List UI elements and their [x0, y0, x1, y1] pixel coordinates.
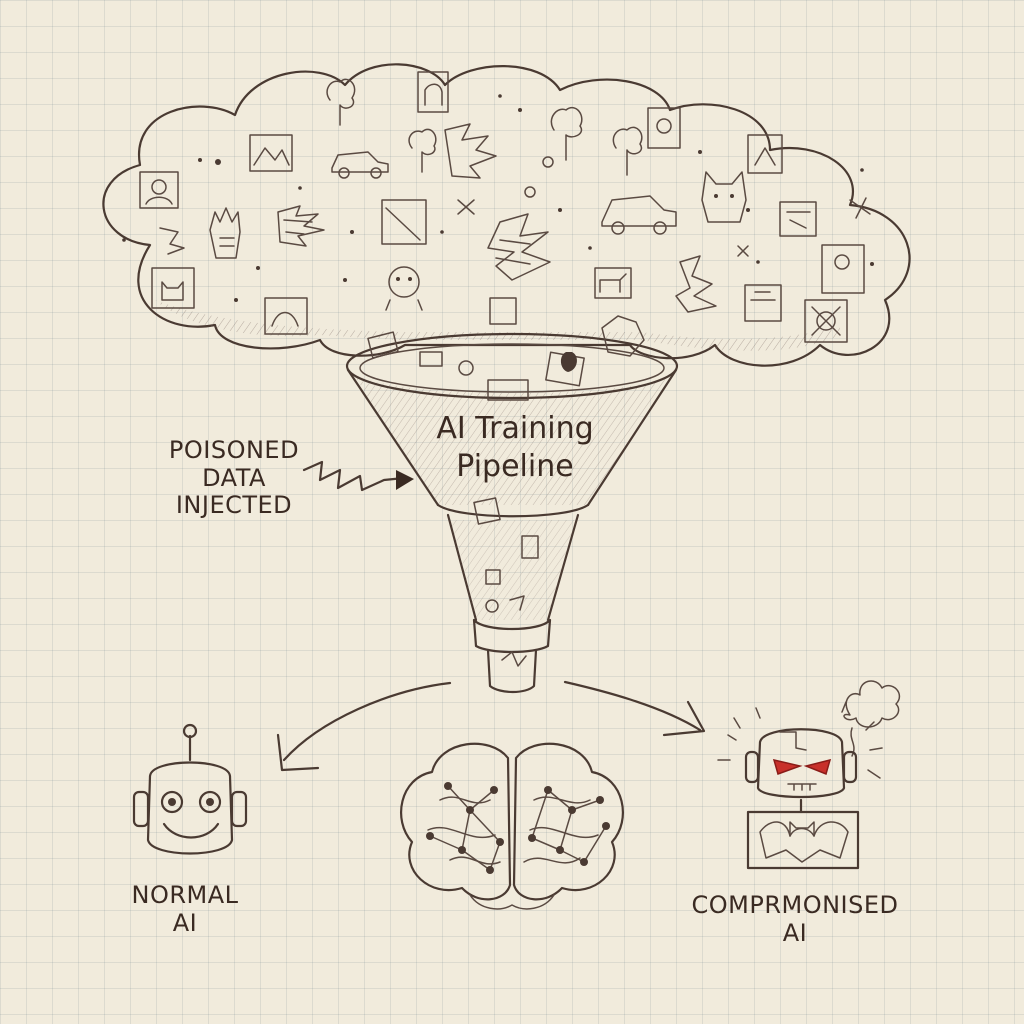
- car-icon: [331, 151, 389, 179]
- compromised-ai-line1: COMPRMONISED: [691, 891, 899, 919]
- poisoned-data-label: POISONED DATA INJECTED: [148, 436, 320, 520]
- arrow-to-normal-ai: [276, 681, 452, 772]
- poisoned-data-line1: POISONED: [168, 436, 300, 464]
- poison-injection-arrow: [302, 460, 414, 492]
- cat-picture-icon: [151, 267, 195, 309]
- cat-card-icon: [489, 297, 517, 325]
- tree-icon: [550, 106, 583, 161]
- dog-picture-icon: [594, 267, 632, 299]
- glitch-data-icon: [444, 123, 497, 179]
- image-frame-icon: [417, 71, 449, 113]
- image-frame-icon: [381, 199, 427, 245]
- smoke-icon: [843, 680, 901, 728]
- funnel-title-line2: Pipeline: [456, 448, 574, 484]
- image-frame-icon: [264, 297, 308, 335]
- arrow-to-compromised-ai: [563, 680, 706, 737]
- glitch-data-icon: [159, 227, 185, 255]
- image-frame-icon: [249, 134, 293, 172]
- image-frame-icon: [747, 134, 783, 174]
- glitch-data-icon: [675, 255, 717, 313]
- tree-icon: [326, 78, 356, 126]
- glitch-data-icon: [277, 205, 325, 247]
- image-frame-icon: [139, 171, 179, 209]
- image-frame-icon: [744, 284, 782, 322]
- funnel-title: AI Training Pipeline: [400, 410, 630, 485]
- compromised-ai-label: COMPRMONISED AI: [680, 891, 910, 947]
- normal-ai-line1: NORMAL: [131, 881, 239, 909]
- tree-icon: [408, 128, 437, 173]
- compromised-ai-robot-icon: [717, 680, 901, 870]
- normal-ai-line2: AI: [172, 908, 198, 937]
- normal-ai-label: NORMAL AI: [110, 881, 260, 937]
- compromised-ai-line2: AI: [782, 918, 808, 947]
- poisoned-data-line2: DATA: [202, 463, 266, 492]
- normal-ai-robot-icon: [132, 723, 248, 855]
- neural-brain-icon: [400, 742, 624, 910]
- image-frame-icon: [779, 201, 817, 237]
- image-frame-icon: [804, 299, 848, 343]
- funnel: [345, 297, 679, 694]
- data-items: [122, 71, 874, 343]
- funnel-title-line1: AI Training: [436, 411, 594, 446]
- image-frame-icon: [647, 107, 681, 149]
- data-cloud: [102, 63, 911, 367]
- car-icon: [601, 195, 677, 235]
- cat-icon: [701, 171, 747, 223]
- scattered-particles: [122, 94, 874, 302]
- image-frame-icon: [821, 244, 865, 294]
- creature-icon: [209, 207, 241, 259]
- face-doodle-icon: [385, 266, 423, 311]
- cross-mark-icon: [457, 197, 871, 257]
- glitch-data-icon: [487, 213, 551, 281]
- tree-icon: [612, 126, 643, 176]
- poisoned-data-line3: INJECTED: [175, 491, 293, 520]
